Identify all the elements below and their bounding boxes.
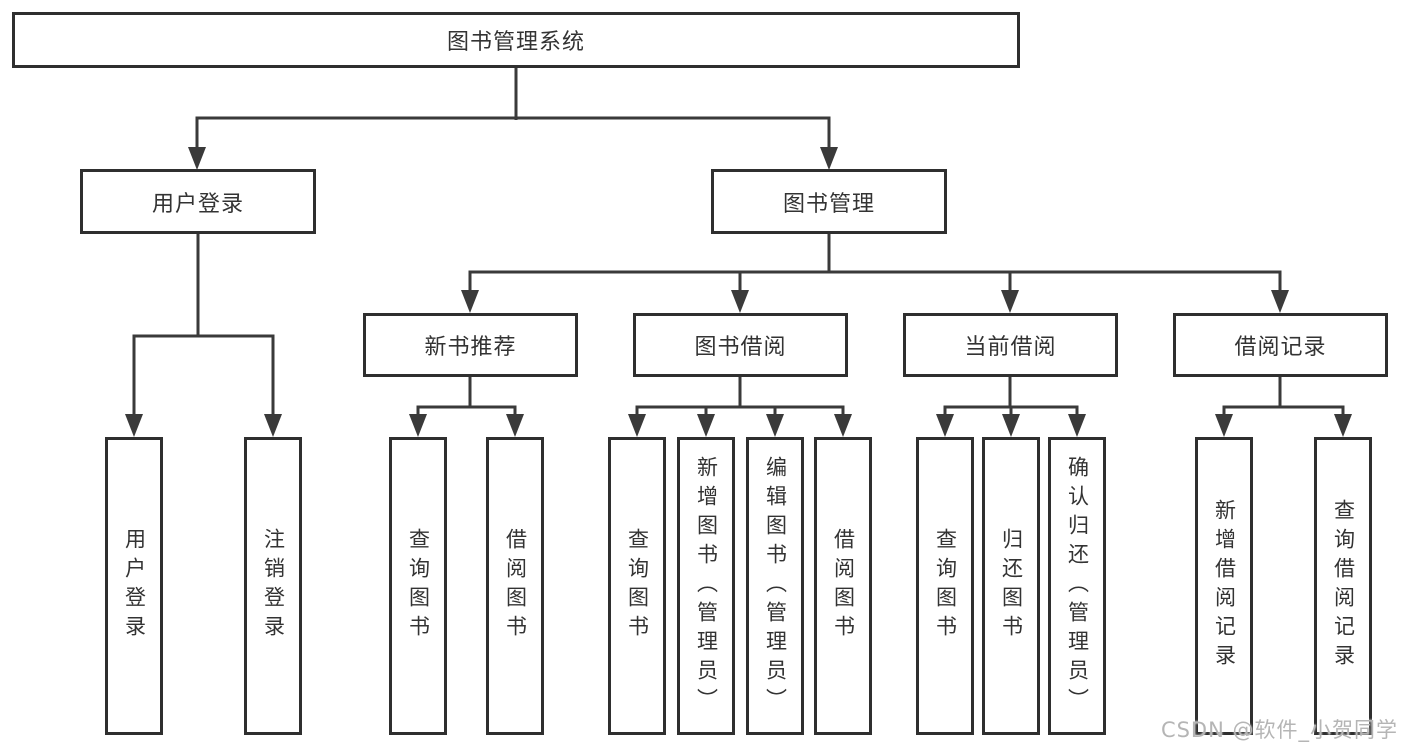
leaf-borrow-books-2: 借阅图书 — [814, 437, 872, 735]
arrow-down-icon — [125, 147, 1352, 437]
node-user-login: 用户登录 — [80, 169, 316, 234]
leaf-edit-book-admin: 编辑图书（管理员） — [746, 437, 804, 735]
leaf-label: 借阅图书 — [503, 528, 528, 644]
node-borrow-records: 借阅记录 — [1173, 313, 1388, 377]
leaf-user-login: 用户登录 — [105, 437, 163, 735]
leaf-query-borrow-record: 查询借阅记录 — [1314, 437, 1372, 735]
leaf-query-books-2: 查询图书 — [608, 437, 666, 735]
leaf-return-books: 归还图书 — [982, 437, 1040, 735]
node-new-book-recommend: 新书推荐 — [363, 313, 578, 377]
leaf-label: 编辑图书（管理员） — [763, 455, 788, 717]
csdn-watermark: CSDN @软件_小贺同学 — [1160, 718, 1398, 742]
leaf-add-book-admin: 新增图书（管理员） — [677, 437, 735, 735]
leaf-confirm-return-admin: 确认归还（管理员） — [1048, 437, 1106, 735]
leaf-label: 查询图书 — [625, 528, 650, 644]
leaf-label: 确认归还（管理员） — [1065, 455, 1090, 717]
node-root-library-system: 图书管理系统 — [12, 12, 1020, 68]
leaf-label: 查询图书 — [933, 528, 958, 644]
node-book-borrow: 图书借阅 — [633, 313, 848, 377]
leaf-label: 借阅图书 — [831, 528, 856, 644]
leaf-label: 新增图书（管理员） — [694, 455, 719, 717]
leaf-label: 查询借阅记录 — [1331, 499, 1356, 673]
leaf-label: 用户登录 — [122, 528, 147, 644]
leaf-label: 归还图书 — [999, 528, 1024, 644]
stem-lines — [196, 67, 1282, 409]
leaf-label: 查询图书 — [406, 528, 431, 644]
leaf-borrow-books-1: 借阅图书 — [486, 437, 544, 735]
leaf-label: 注销登录 — [261, 528, 286, 644]
rail-lines — [132, 116, 1345, 409]
drop-lines — [132, 116, 1345, 418]
leaf-logout: 注销登录 — [244, 437, 302, 735]
leaf-label: 新增借阅记录 — [1212, 499, 1237, 673]
node-current-borrow: 当前借阅 — [903, 313, 1118, 377]
leaf-query-books-1: 查询图书 — [389, 437, 447, 735]
node-book-management: 图书管理 — [711, 169, 947, 234]
leaf-query-books-3: 查询图书 — [916, 437, 974, 735]
leaf-add-borrow-record: 新增借阅记录 — [1195, 437, 1253, 735]
